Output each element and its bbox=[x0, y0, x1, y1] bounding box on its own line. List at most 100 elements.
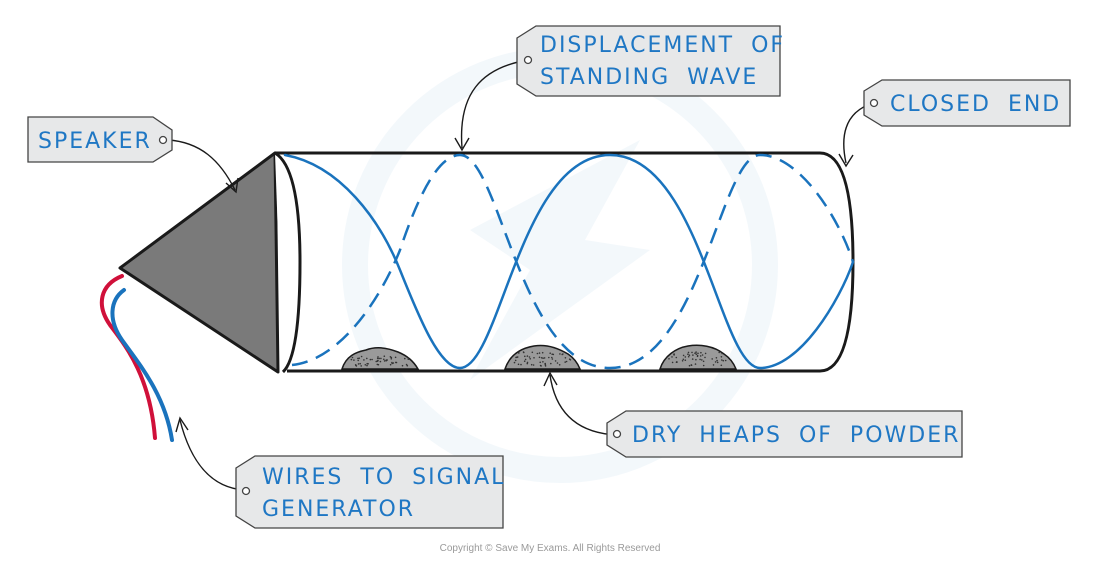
powder-speck bbox=[554, 360, 557, 362]
powder-speck bbox=[699, 358, 701, 361]
powder-speck bbox=[524, 355, 526, 358]
powder-speck bbox=[721, 359, 723, 361]
powder-speck bbox=[722, 359, 725, 362]
wires-label-line2: GENERATOR bbox=[262, 497, 415, 522]
copyright-notice: Copyright © Save My Exams. All Rights Re… bbox=[440, 543, 661, 554]
powder-speck bbox=[390, 356, 393, 359]
powder-arrow bbox=[549, 374, 618, 436]
powder-speck bbox=[369, 358, 372, 361]
powder-speck bbox=[688, 364, 691, 367]
speaker-rim bbox=[274, 151, 302, 374]
powder-speck bbox=[699, 355, 702, 357]
tag-shape bbox=[235, 455, 504, 529]
powder-speck bbox=[371, 358, 373, 361]
tag-shape bbox=[606, 410, 963, 458]
wires-label-line1: WIRES TO SIGNAL bbox=[262, 465, 505, 490]
closed-end-arrowhead bbox=[838, 153, 854, 168]
powder-speck bbox=[518, 352, 520, 354]
powder-speck bbox=[694, 363, 697, 365]
speaker-tag: SPEAKER bbox=[27, 116, 173, 163]
speaker-arrow bbox=[167, 139, 236, 191]
powder-speck bbox=[552, 353, 555, 356]
powder-speck bbox=[694, 352, 696, 355]
tag-hole bbox=[612, 429, 622, 439]
powder-heap bbox=[658, 344, 738, 370]
powder-speck bbox=[377, 363, 380, 366]
powder-speck bbox=[401, 364, 404, 367]
powder-speck bbox=[526, 355, 529, 357]
wire-blue bbox=[110, 288, 174, 442]
powder-speck bbox=[721, 352, 723, 355]
powder-speck bbox=[366, 364, 368, 367]
powder-arrowhead bbox=[543, 371, 558, 387]
powder-speck bbox=[682, 354, 685, 357]
powder-speck bbox=[366, 357, 368, 360]
wires-arrow bbox=[179, 419, 246, 491]
powder-speck bbox=[385, 359, 388, 362]
powder-speck bbox=[715, 357, 718, 359]
powder-speck bbox=[351, 356, 354, 359]
powder-heap bbox=[340, 347, 420, 370]
powder-speck bbox=[720, 356, 723, 358]
powder-speck bbox=[675, 356, 678, 359]
powder-speck bbox=[704, 352, 707, 355]
speaker-cone bbox=[118, 151, 280, 374]
powder-speck bbox=[530, 363, 533, 366]
powder-speck bbox=[691, 358, 694, 360]
powder-speck bbox=[556, 362, 559, 364]
powder-speck bbox=[695, 358, 697, 361]
wires-tag: WIRES TO SIGNAL GENERATOR bbox=[235, 455, 505, 529]
powder-speck bbox=[383, 355, 386, 358]
powder-speck bbox=[515, 356, 517, 359]
powder-speck bbox=[702, 360, 705, 363]
powder-speck bbox=[544, 365, 547, 367]
powder-speck bbox=[558, 364, 561, 366]
powder-speck bbox=[724, 359, 727, 362]
powder-speck bbox=[357, 357, 359, 360]
powder-speck bbox=[565, 360, 568, 363]
speaker-arrowhead bbox=[225, 177, 239, 194]
powder-speck bbox=[389, 363, 392, 366]
powder-speck bbox=[383, 358, 385, 361]
powder-speck bbox=[671, 361, 674, 364]
powder-speck bbox=[549, 352, 551, 355]
tag-shape bbox=[27, 116, 173, 163]
tag-hole bbox=[869, 98, 879, 108]
powder-speck bbox=[390, 358, 393, 360]
powder-speck bbox=[687, 351, 690, 354]
tag-shape bbox=[516, 25, 781, 97]
powder-speck bbox=[377, 356, 379, 358]
powder-speck bbox=[357, 363, 360, 365]
powder-speck bbox=[376, 357, 379, 360]
powder-speck bbox=[564, 357, 567, 359]
powder-speck bbox=[380, 357, 382, 360]
powder-speck bbox=[529, 358, 531, 360]
powder-tag: DRY HEAPS OF POWDER bbox=[606, 410, 963, 458]
powder-speck bbox=[523, 360, 526, 363]
powder-speck bbox=[720, 364, 723, 367]
powder-speck bbox=[394, 356, 397, 359]
displacement-label-line2: STANDING WAVE bbox=[540, 65, 758, 90]
powder-speck bbox=[711, 358, 713, 360]
powder-speck bbox=[542, 361, 544, 363]
tag-shape bbox=[863, 79, 1071, 127]
powder-speck bbox=[360, 365, 363, 367]
powder-speck bbox=[353, 359, 355, 361]
tag-hole bbox=[241, 486, 251, 496]
powder-speck bbox=[688, 354, 691, 357]
powder-label: DRY HEAPS OF POWDER bbox=[632, 423, 960, 448]
powder-speck bbox=[541, 351, 544, 354]
powder-speck bbox=[543, 357, 546, 359]
standing-wave-solid bbox=[283, 153, 855, 370]
powder-speck bbox=[684, 356, 687, 358]
powder-speck bbox=[568, 358, 571, 361]
wires-arrowhead bbox=[175, 416, 189, 433]
powder-speck bbox=[690, 364, 693, 366]
powder-speck bbox=[526, 362, 529, 365]
powder-speck bbox=[684, 359, 687, 362]
powder-speck bbox=[407, 357, 410, 359]
powder-speck bbox=[550, 362, 552, 365]
powder-speck bbox=[676, 361, 678, 363]
powder-speck bbox=[358, 357, 361, 360]
powder-speck bbox=[514, 359, 517, 362]
